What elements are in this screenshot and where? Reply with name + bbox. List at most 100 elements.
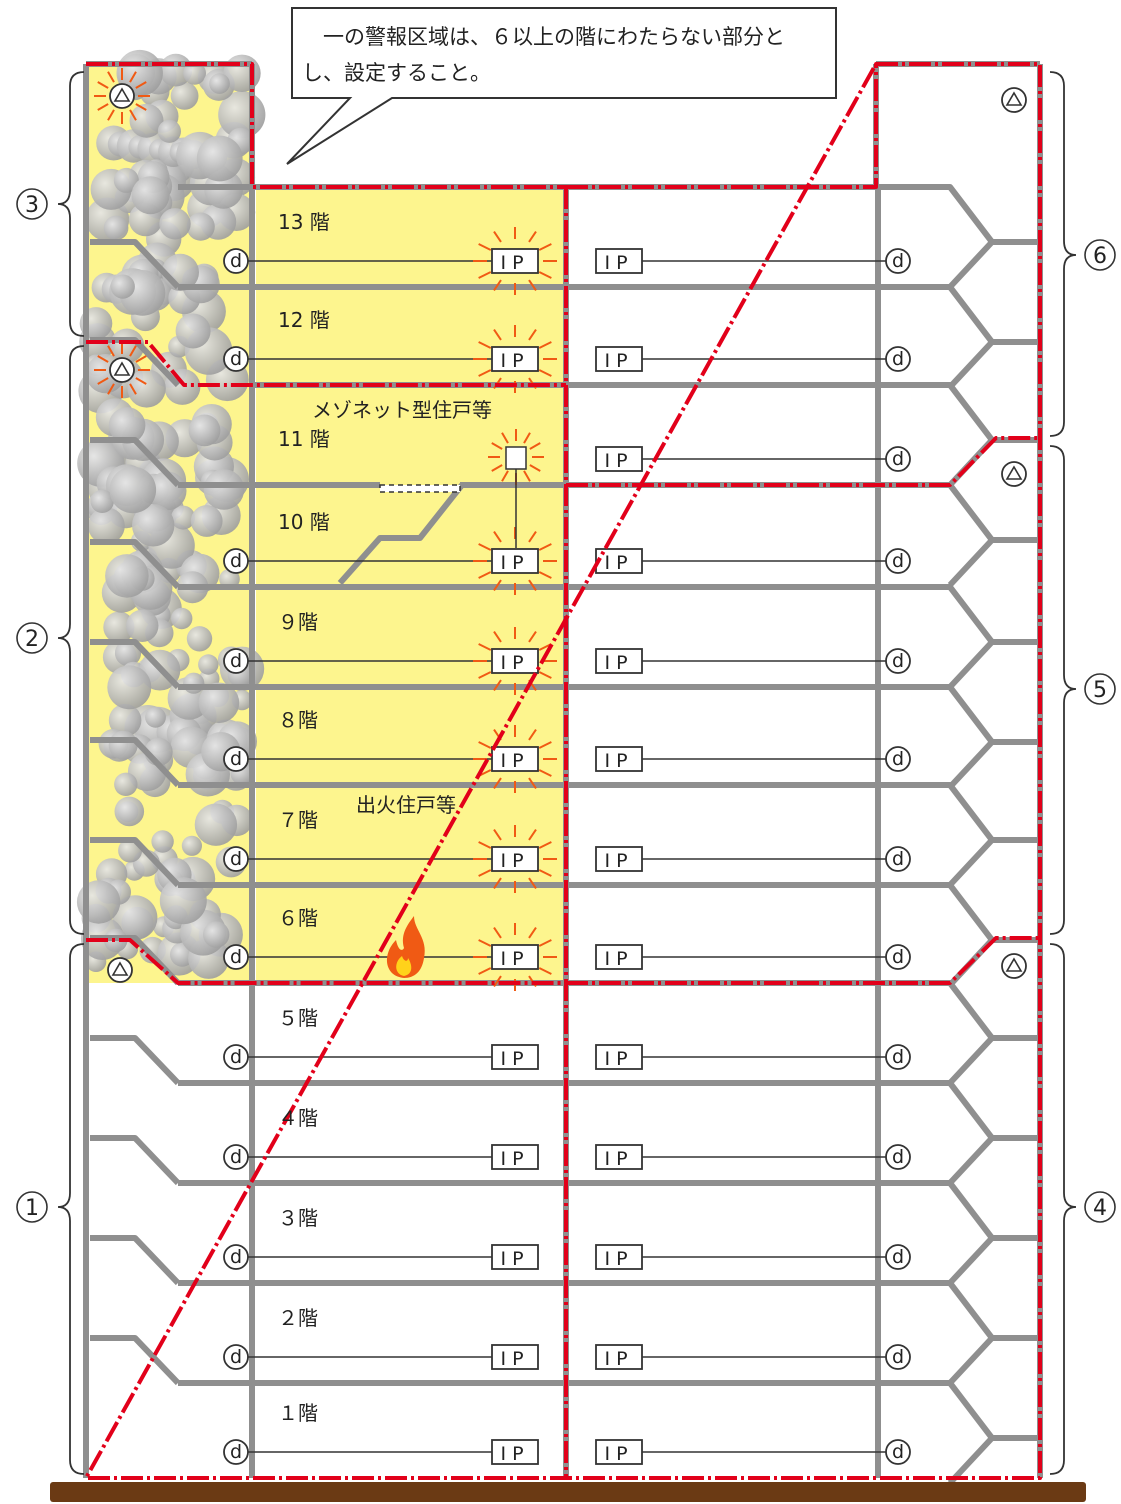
- detector-icon: [223, 746, 249, 772]
- smoke-puff: [183, 672, 205, 694]
- detector-letter: d: [230, 348, 242, 370]
- fire-icon: [386, 916, 425, 978]
- alarm-ray: [538, 571, 552, 579]
- alarm-ray: [129, 383, 137, 395]
- detector-left-floor-6: d: [223, 944, 249, 970]
- alarm-ray: [478, 967, 492, 975]
- ip-unit-label: IP: [500, 1048, 529, 1070]
- alarm-ray: [528, 579, 537, 592]
- ip-unit-label: IP: [604, 1148, 633, 1170]
- detector-left-floor-13: d: [223, 248, 249, 274]
- stair-flight-left-12: [90, 239, 181, 290]
- alarm-ray: [493, 877, 502, 890]
- svg-text:5: 5: [1093, 678, 1107, 703]
- alarm-ray: [97, 103, 109, 111]
- detector-letter: d: [230, 748, 242, 770]
- zone-number-6: [1084, 239, 1116, 271]
- triangle-icon: [1005, 957, 1023, 972]
- detector-icon: [223, 648, 249, 674]
- smoke-puff: [151, 830, 174, 853]
- zone-boundary-left-2-3: [86, 340, 566, 387]
- floor-label-13: 13 階: [278, 210, 330, 234]
- smoke-puff: [157, 119, 181, 143]
- alarm-ray: [528, 230, 537, 243]
- ip-right-floor-13: IP: [595, 248, 643, 274]
- maisonette-opening: [379, 484, 461, 493]
- alarm-ray: [478, 643, 492, 651]
- ip-unit-box: [595, 846, 643, 872]
- detector-left-floor-5: d: [223, 1044, 249, 1070]
- smoke-puff: [108, 407, 146, 444]
- smoke-puff: [190, 505, 223, 537]
- ip-unit-box: [491, 548, 539, 574]
- svg-text:3: 3: [25, 193, 39, 218]
- ip-unit-box: [491, 1439, 539, 1465]
- ip-unit-box: [595, 1344, 643, 1370]
- smoke-puff: [188, 414, 221, 447]
- ip-unit-label: IP: [500, 652, 529, 674]
- detector-letter: d: [230, 1346, 242, 1368]
- detector-letter: d: [892, 550, 904, 572]
- smoke-puff: [194, 803, 238, 846]
- triangle-icon: [1005, 465, 1023, 480]
- stair-alarm-icon: [1001, 953, 1027, 979]
- alarm-ray: [493, 828, 502, 841]
- stair-alarm-mid-right: [1001, 461, 1027, 487]
- ip-left-floor-9: IP: [473, 627, 557, 695]
- ip-right-floor-7: IP: [595, 846, 643, 872]
- detector-icon: [885, 944, 911, 970]
- alarm-device-box: [505, 446, 527, 470]
- stair-flight-right-1: [878, 1380, 1040, 1486]
- smoke-puff: [159, 877, 207, 925]
- ip-unit-box: [595, 248, 643, 274]
- smoke-puff: [108, 730, 138, 760]
- ip-unit-box: [595, 346, 643, 372]
- alarm-ray: [107, 345, 115, 357]
- detector-icon: [885, 1344, 911, 1370]
- stair-alarm-top-right: [1001, 87, 1027, 113]
- floor-label-4: ４階: [278, 1106, 318, 1130]
- ip-left-floor-5: IP: [491, 1044, 539, 1070]
- alarm-ray: [493, 630, 502, 643]
- svg-text:6: 6: [1093, 244, 1107, 269]
- detector-icon: [223, 248, 249, 274]
- zone-brace-right-5: 5: [1049, 445, 1116, 935]
- zone-boundary-right-4-5: [566, 936, 1040, 985]
- detector-letter: d: [892, 650, 904, 672]
- alarm-ray: [493, 975, 502, 988]
- ip-unit-box: [491, 648, 539, 674]
- smoke-puff: [110, 274, 135, 299]
- detector-letter: d: [892, 1146, 904, 1168]
- detector-letter: d: [230, 550, 242, 572]
- zone-brace-left-1: 1: [16, 943, 85, 1475]
- ip-unit-label: IP: [500, 750, 529, 772]
- detector-icon: [885, 1144, 911, 1170]
- detector-icon: [885, 248, 911, 274]
- ip-right-floor-3: IP: [595, 1244, 643, 1270]
- ip-unit-label: IP: [604, 450, 633, 472]
- stair-flight-left-7: [90, 737, 181, 788]
- detector-icon: [885, 446, 911, 472]
- ip-unit-label: IP: [604, 750, 633, 772]
- alarm-ray: [493, 777, 502, 790]
- alarm-ray: [538, 769, 552, 777]
- ip-left-floor-7: IP: [473, 825, 557, 893]
- detector-icon: [223, 1044, 249, 1070]
- alarm-ray: [478, 271, 492, 279]
- ip-unit-label: IP: [500, 252, 529, 274]
- stair-flight-right-9: [878, 584, 1040, 690]
- detector-letter: d: [230, 1246, 242, 1268]
- alarm-ray: [538, 271, 552, 279]
- alarm-ray: [478, 543, 492, 551]
- stair-flight-right-4: [878, 1080, 1040, 1186]
- smoke-puff: [186, 626, 213, 652]
- alarm-ray: [478, 671, 492, 679]
- zone-number-4: [1084, 1191, 1116, 1223]
- ip-unit-label: IP: [604, 1443, 633, 1465]
- alarm-ray: [493, 679, 502, 692]
- alarm-ray: [528, 630, 537, 643]
- ip-right-floor-6: IP: [595, 944, 643, 970]
- ip-unit-label: IP: [500, 350, 529, 372]
- stair-alarm-low-right: [1001, 953, 1027, 979]
